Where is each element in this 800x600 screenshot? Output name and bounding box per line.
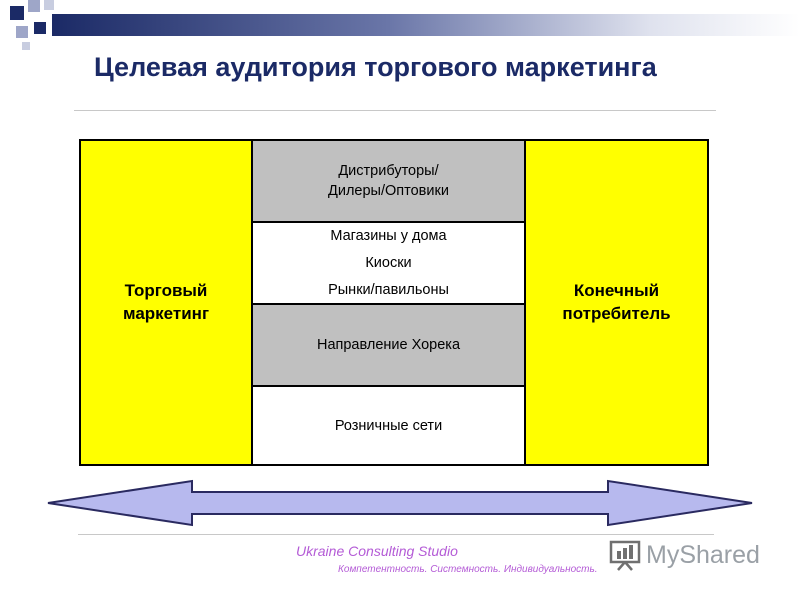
trade-marketing-box: Торговый маркетинг: [79, 139, 253, 466]
horeca-line-1: Направление Хорека: [316, 337, 461, 353]
distributors-line-1: Дистрибуторы/: [338, 163, 439, 179]
end-consumer-line-1: Конечный: [573, 280, 660, 300]
local-stores-line-2: Киоски: [365, 254, 412, 271]
horeca-box: Направление Хорека: [251, 303, 526, 387]
header-square-2: [28, 0, 40, 12]
header-square-4: [16, 26, 28, 38]
end-consumer-box: Конечный потребитель: [524, 139, 709, 466]
title-divider: [74, 110, 716, 111]
footer-divider: [78, 534, 714, 535]
header-square-5: [34, 22, 46, 34]
local-stores-box: Магазины у дома Киоски Рынки/павильоны: [251, 221, 526, 305]
footer-company: Ukraine Consulting Studio: [296, 543, 458, 559]
header-gradient-bar: [52, 14, 800, 36]
header-square-6: [22, 42, 30, 50]
distributors-line-2: Дилеры/Оптовики: [328, 183, 449, 199]
double-arrow-icon: [47, 479, 753, 527]
end-consumer-line-2: потребитель: [562, 303, 671, 323]
presentation-board-icon: [609, 540, 641, 571]
retail-chains-line-1: Розничные сети: [334, 417, 443, 434]
myshared-watermark: MyShared: [608, 538, 760, 572]
local-stores-line-3: Рынки/павильоны: [328, 281, 449, 298]
header-square-1: [10, 6, 24, 20]
distributors-box: Дистрибуторы/ Дилеры/Оптовики: [251, 139, 526, 223]
local-stores-line-1: Магазины у дома: [330, 227, 447, 244]
watermark-text: MyShared: [646, 540, 760, 569]
trade-marketing-line-2: маркетинг: [122, 303, 210, 323]
trade-marketing-line-1: Торговый: [124, 280, 208, 300]
footer-tagline: Компетентность. Системность. Индивидуаль…: [338, 564, 598, 575]
header-square-3: [44, 0, 54, 10]
slide-title: Целевая аудитория торгового маркетинга: [94, 52, 657, 82]
retail-chains-box: Розничные сети: [251, 385, 526, 466]
